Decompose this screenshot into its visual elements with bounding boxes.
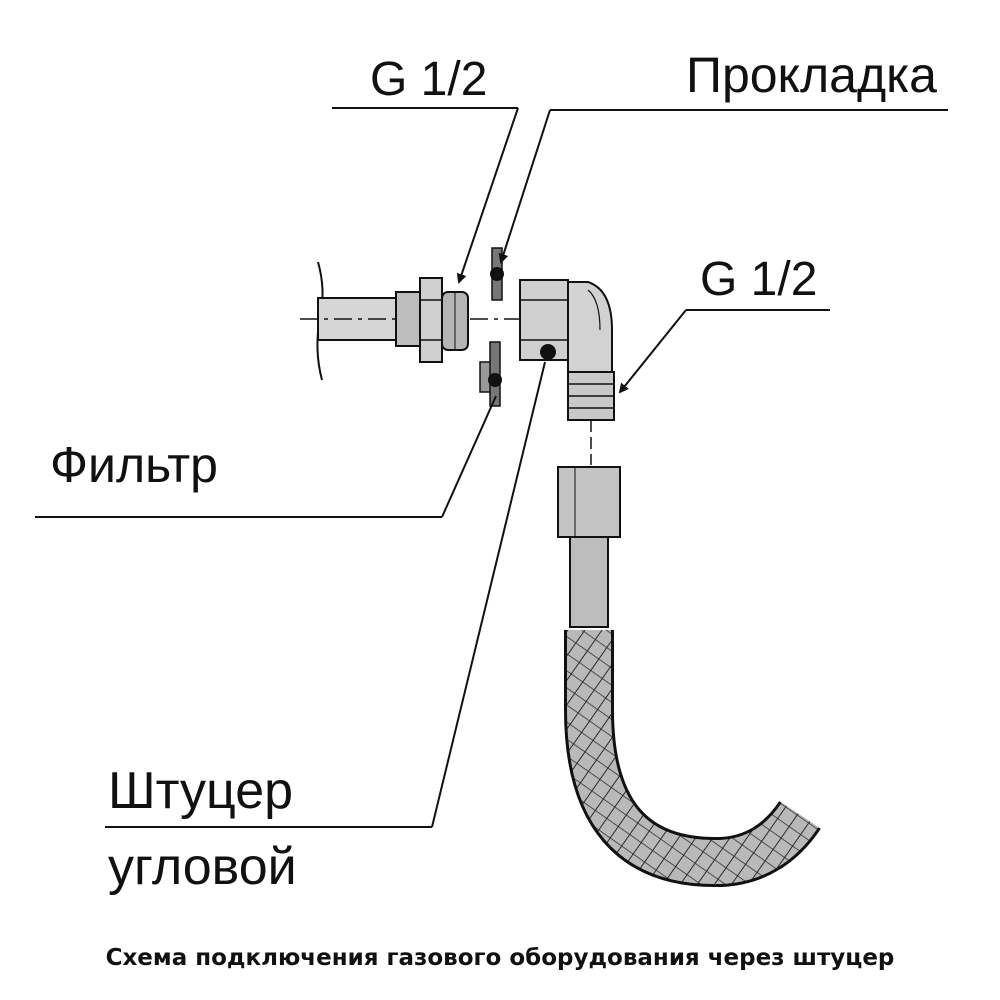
angle-fitting bbox=[519, 279, 615, 465]
filter bbox=[479, 341, 502, 407]
label-fitting-line1: Штуцер bbox=[108, 762, 293, 820]
diagram-caption: Схема подключения газового оборудования … bbox=[106, 945, 895, 971]
label-gasket: Прокладка bbox=[686, 47, 937, 103]
flexible-hose bbox=[557, 466, 821, 888]
leader-lines bbox=[35, 107, 948, 828]
label-filter: Фильтр bbox=[50, 437, 218, 493]
gasket bbox=[490, 247, 504, 301]
label-g-half-top: G 1/2 bbox=[370, 53, 487, 106]
label-fitting-line2: угловой bbox=[108, 838, 297, 896]
label-g-half-right: G 1/2 bbox=[700, 253, 817, 306]
pipe-nut bbox=[395, 277, 469, 363]
